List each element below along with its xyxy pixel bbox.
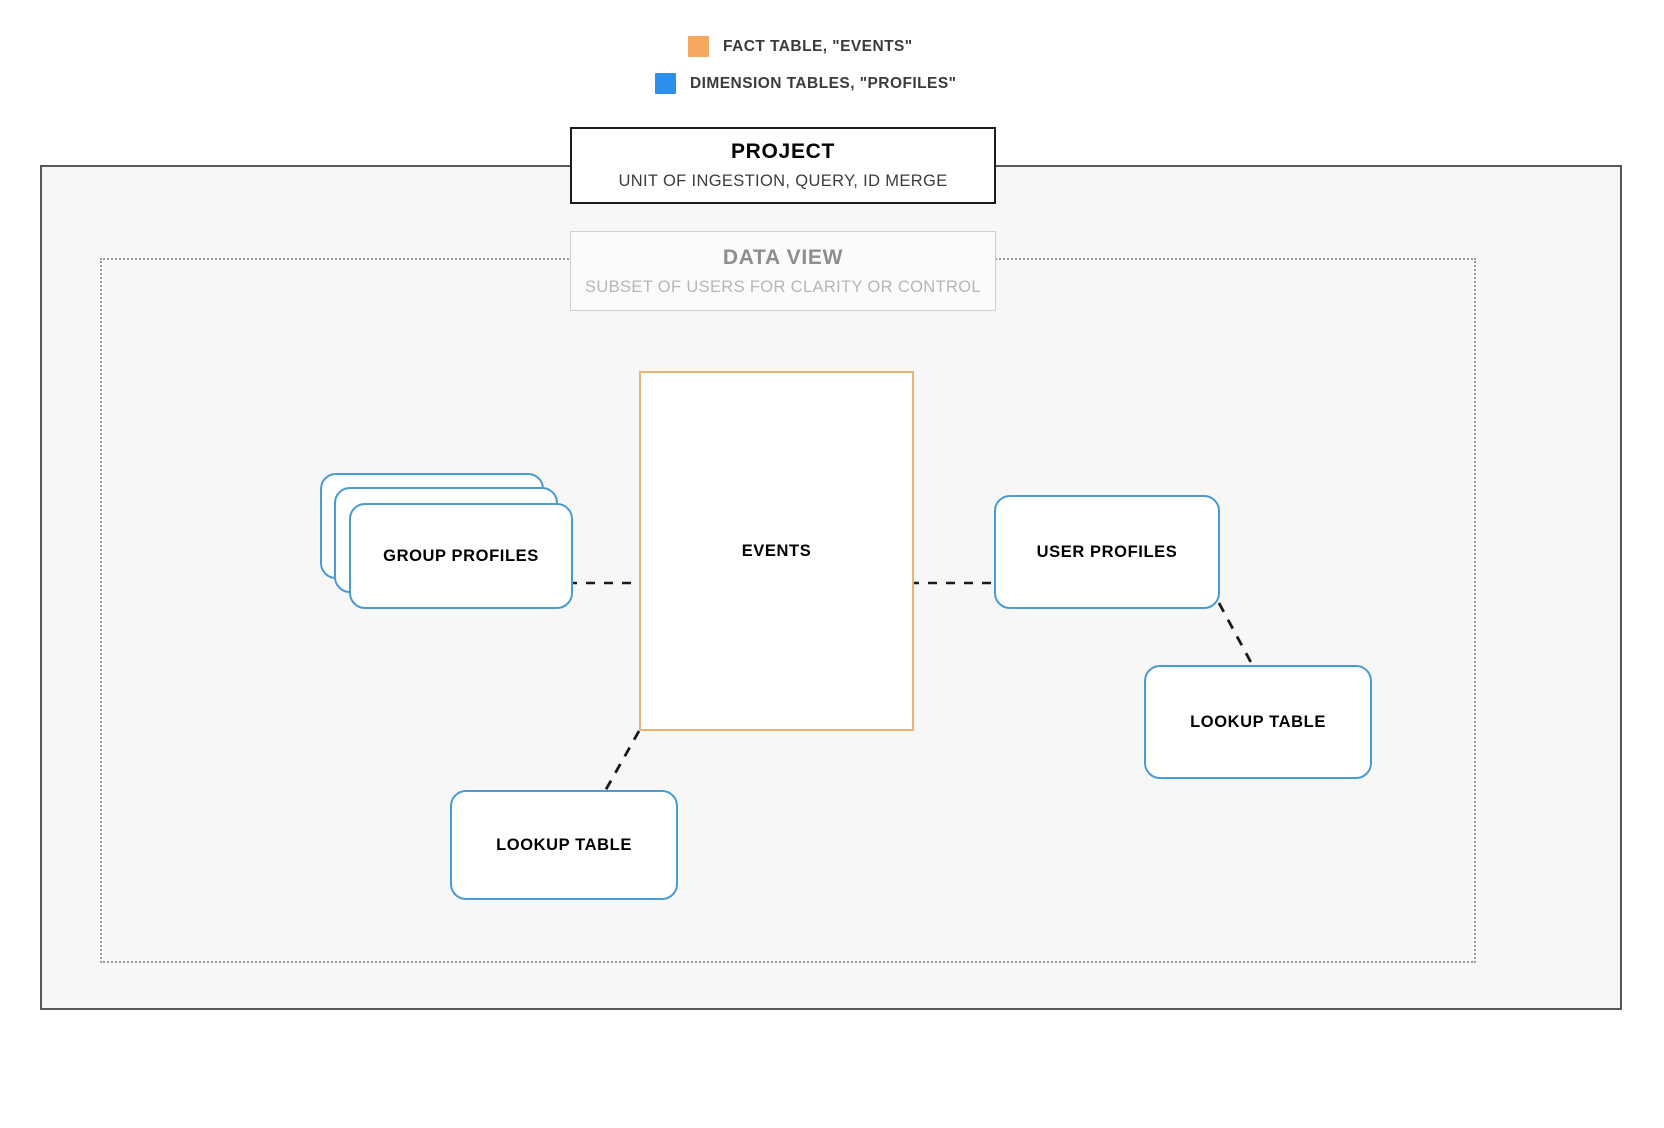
node-lookup-table-left[interactable]: LOOKUP TABLE (450, 790, 678, 900)
project-subtitle: UNIT OF INGESTION, QUERY, ID MERGE (618, 172, 948, 191)
legend-swatch-fact-icon (688, 36, 709, 57)
node-events-label: EVENTS (741, 541, 812, 560)
node-lookup-table-right[interactable]: LOOKUP TABLE (1144, 665, 1372, 779)
group-profiles-card-front[interactable]: GROUP PROFILES (349, 503, 573, 609)
project-header-box: PROJECT UNIT OF INGESTION, QUERY, ID MER… (570, 127, 996, 204)
node-lookup-table-right-label: LOOKUP TABLE (1190, 712, 1326, 731)
node-group-profiles[interactable]: GROUP PROFILES (320, 473, 573, 609)
legend-label-fact-table: FACT TABLE, "EVENTS" (723, 37, 913, 55)
legend-item-fact-table: FACT TABLE, "EVENTS" (688, 36, 913, 57)
project-title: PROJECT (730, 140, 836, 164)
legend-label-dimension-tables: DIMENSION TABLES, "PROFILES" (690, 74, 957, 92)
node-group-profiles-label: GROUP PROFILES (383, 546, 539, 565)
data-view-title: DATA VIEW (722, 245, 844, 269)
node-user-profiles[interactable]: USER PROFILES (994, 495, 1220, 609)
node-events[interactable]: EVENTS (639, 371, 914, 731)
legend-item-dimension-tables: DIMENSION TABLES, "PROFILES" (655, 73, 956, 94)
node-user-profiles-label: USER PROFILES (1036, 542, 1178, 561)
data-view-subtitle: SUBSET OF USERS FOR CLARITY OR CONTROL (585, 277, 981, 296)
node-lookup-table-left-label: LOOKUP TABLE (496, 835, 632, 854)
data-view-header-box: DATA VIEW SUBSET OF USERS FOR CLARITY OR… (570, 231, 996, 311)
legend-swatch-dimension-icon (655, 73, 676, 94)
